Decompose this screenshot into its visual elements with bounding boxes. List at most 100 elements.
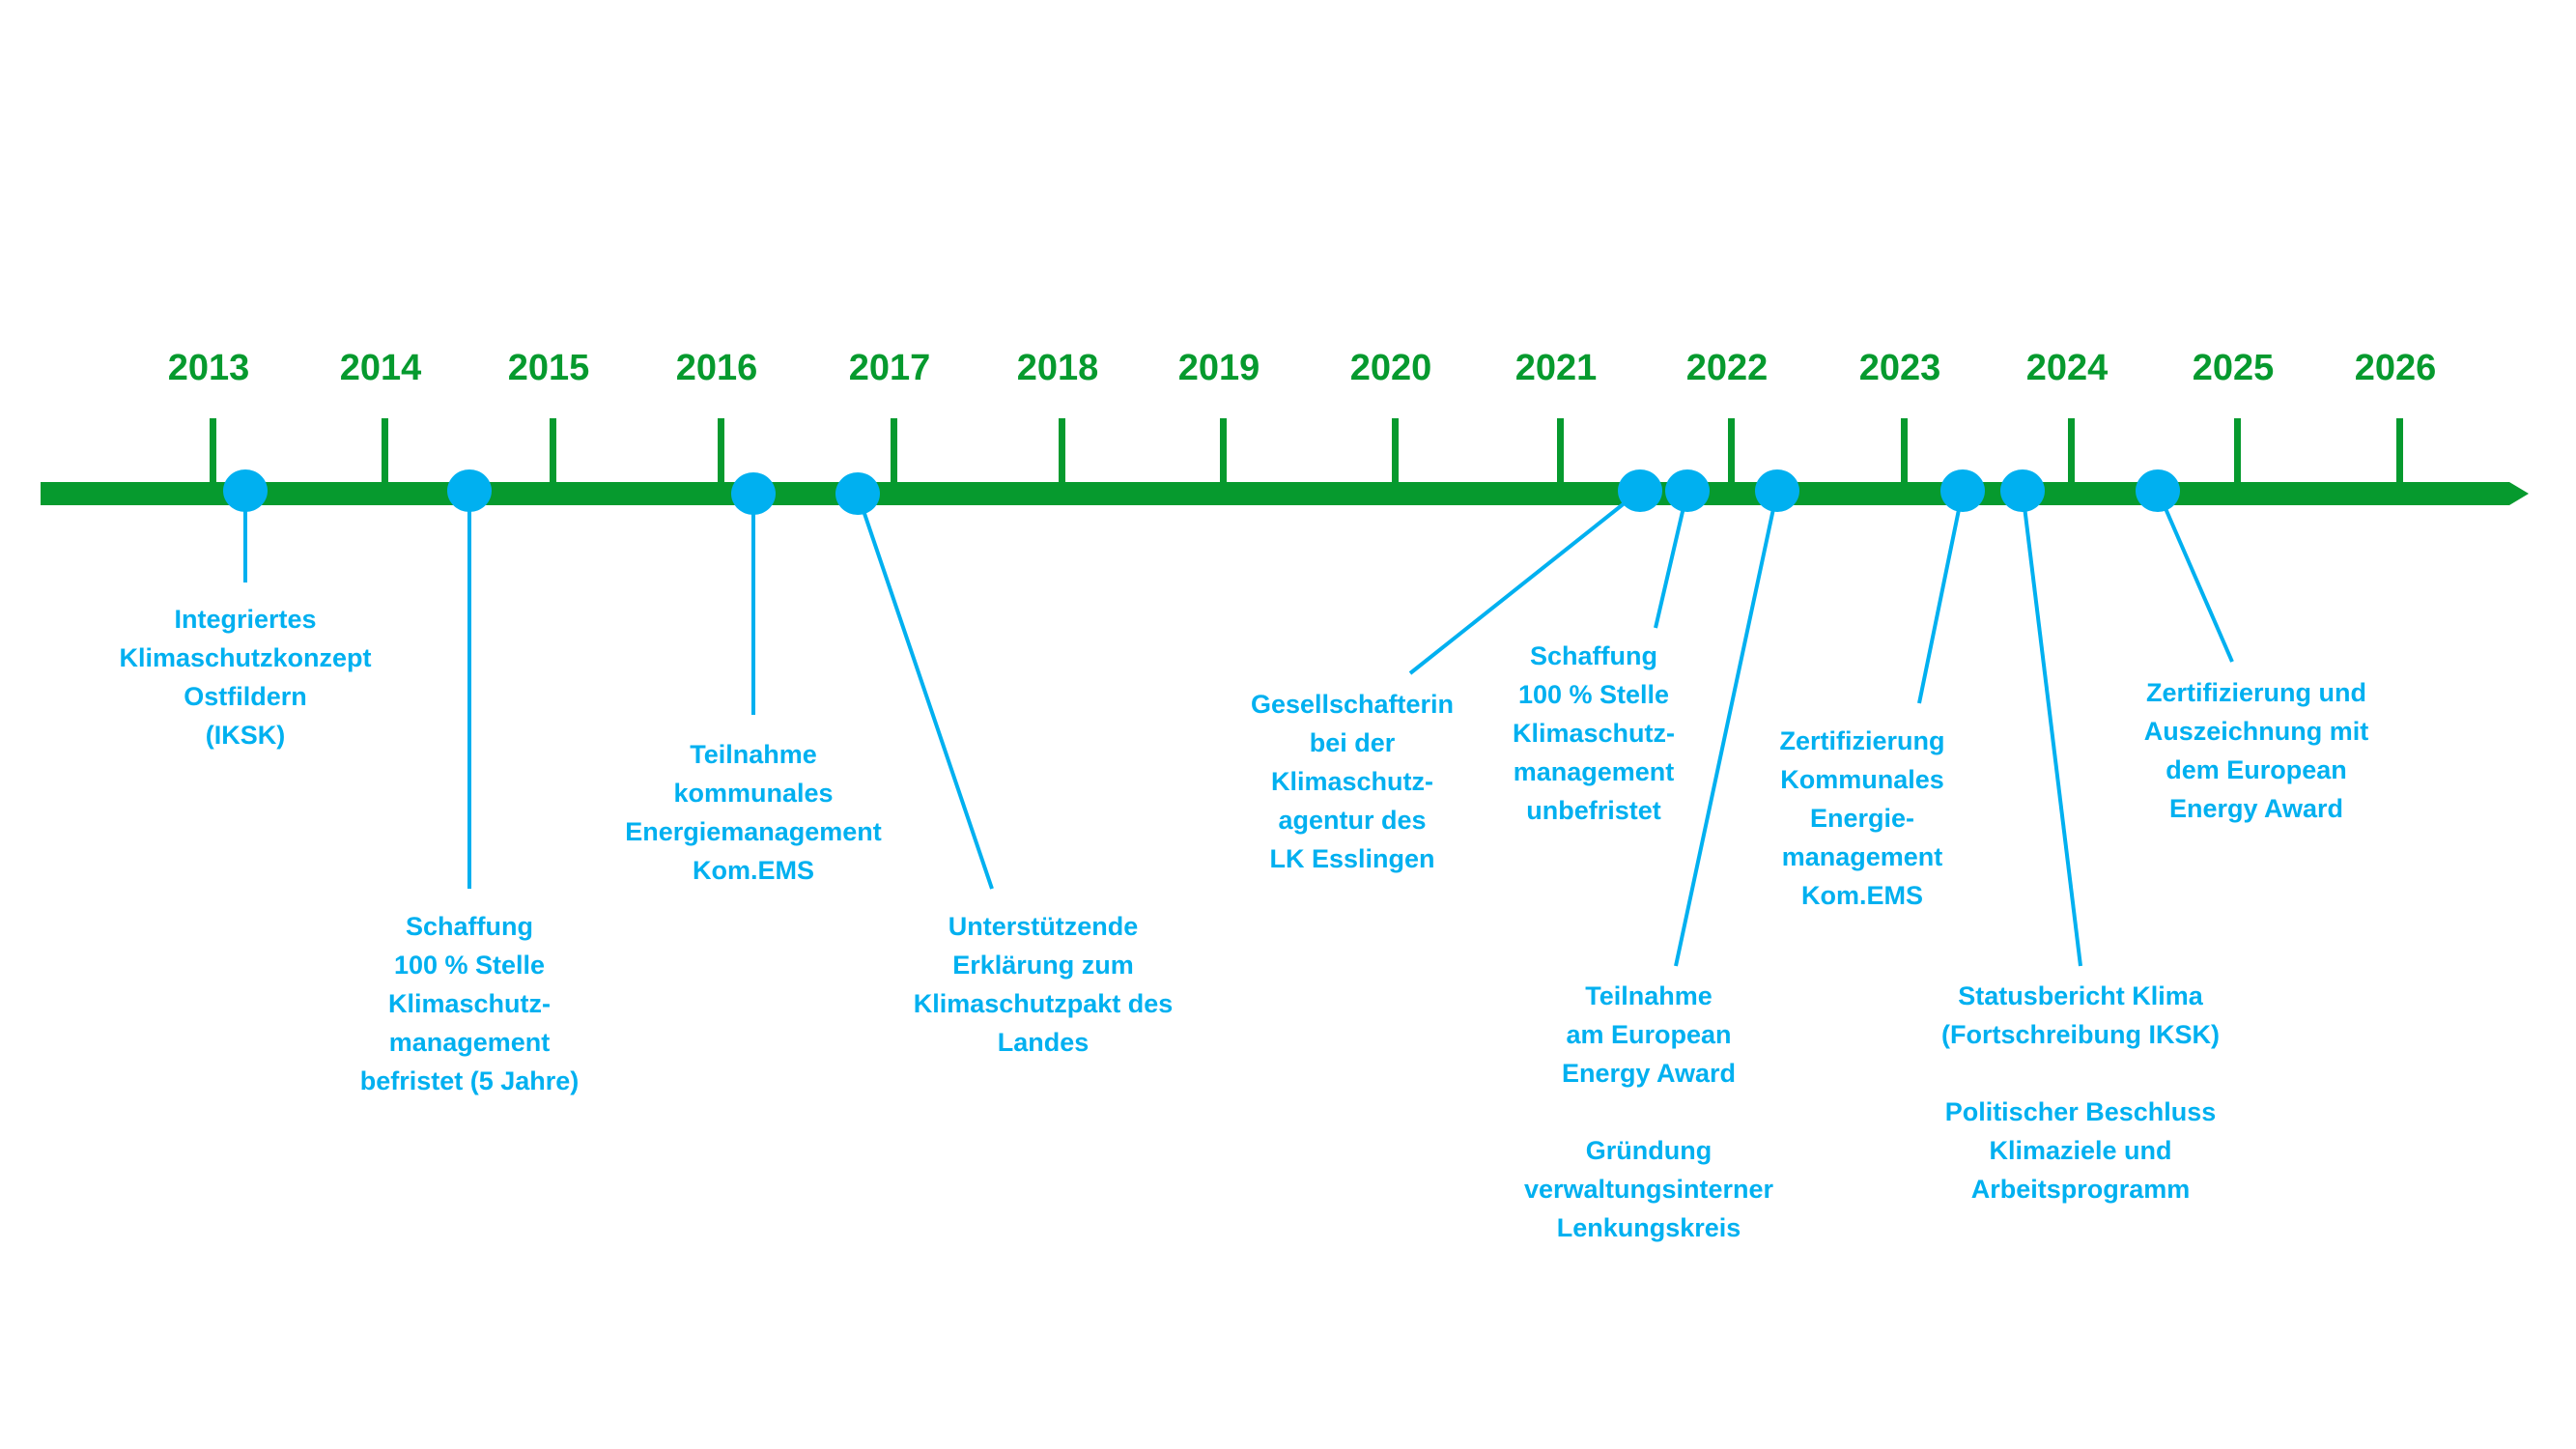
event-marker-klimaschutzpakt <box>835 472 880 515</box>
event-label-line: dem European <box>2166 755 2347 784</box>
event-label-line: Kommunales <box>1780 765 1944 794</box>
event-label-line: Energy Award <box>2169 794 2343 823</box>
year-label-2015: 2015 <box>508 348 590 388</box>
axis-arrow-head <box>2509 482 2529 505</box>
event-label-line: Ostfildern <box>184 682 307 711</box>
event-label-line: Klimaschutzpakt des <box>914 989 1174 1018</box>
year-label-2024: 2024 <box>2026 348 2109 388</box>
year-label-2025: 2025 <box>2193 348 2275 388</box>
connector-statusbericht <box>2021 490 2082 967</box>
event-label-line: (Fortschreibung IKSK) <box>1941 1020 2220 1049</box>
event-marker-kom-ems-zertifizierung <box>1940 469 1985 512</box>
year-tick <box>718 418 724 494</box>
event-label-line: Erklärung zum <box>952 951 1134 980</box>
event-label-line: Kom.EMS <box>1801 881 1923 910</box>
event-label-line <box>2077 1059 2084 1088</box>
year-tick <box>1728 418 1735 494</box>
event-label-line: verwaltungsinterner <box>1524 1175 1774 1204</box>
event-label-line: Teilnahme <box>690 740 817 769</box>
event-label-line: 100 % Stelle <box>394 951 545 980</box>
event-marker-statusbericht <box>2000 469 2045 512</box>
event-label-line: Klimaziele und <box>1989 1136 2171 1165</box>
event-label-line: Auszeichnung mit <box>2144 717 2369 746</box>
event-label-line: Integriertes <box>174 605 316 634</box>
year-tick <box>2234 418 2241 494</box>
year-label-2019: 2019 <box>1178 348 1260 388</box>
event-label-line: Schaffung <box>406 912 533 941</box>
connector-klimaschutzpakt <box>856 493 994 890</box>
event-label-line: Arbeitsprogramm <box>1971 1175 2191 1204</box>
year-label-2026: 2026 <box>2355 348 2437 388</box>
event-label-line: management <box>389 1028 551 1057</box>
year-tick <box>891 418 897 494</box>
year-tick <box>1901 418 1908 494</box>
year-tick <box>1059 418 1065 494</box>
event-label-line: Gründung <box>1586 1136 1712 1165</box>
year-label-2021: 2021 <box>1515 348 1598 388</box>
event-label-line: Klimaschutz- <box>388 989 551 1018</box>
event-label-line <box>1645 1097 1653 1126</box>
year-tick <box>2396 418 2403 494</box>
year-tick <box>2068 418 2075 494</box>
year-tick <box>1557 418 1564 494</box>
connector-gesellschafterin <box>1408 489 1642 675</box>
year-label-2023: 2023 <box>1859 348 1941 388</box>
event-marker-eea-zertifizierung <box>2136 469 2180 512</box>
event-label-line: Zertifizierung und <box>2146 678 2366 707</box>
event-marker-eea-teilnahme <box>1755 469 1799 512</box>
event-label-line: Gesellschafterin <box>1251 690 1454 719</box>
year-label-2013: 2013 <box>168 348 250 388</box>
event-label-statusbericht: Statusbericht Klima (Fortschreibung IKSK)… <box>1941 981 2220 1204</box>
connector-eea-zertifizierung <box>2156 490 2234 663</box>
event-label-line: kommunales <box>673 779 833 808</box>
event-label-line: 100 % Stelle <box>1518 680 1669 709</box>
year-tick <box>382 418 388 494</box>
event-label-line: bei der <box>1310 728 1396 757</box>
event-label-line: (IKSK) <box>206 721 286 750</box>
event-label-line: LK Esslingen <box>1269 844 1434 873</box>
event-label-line: unbefristet <box>1526 796 1661 825</box>
event-marker-kom-ems-teilnahme <box>731 472 776 515</box>
year-tick <box>550 418 556 494</box>
year-label-2018: 2018 <box>1017 348 1099 388</box>
connector-stelle-unbefristet <box>1654 490 1689 629</box>
event-label-line: Energiemanagement <box>625 817 882 846</box>
event-label-line: Teilnahme <box>1585 981 1713 1010</box>
event-markers <box>223 469 2180 515</box>
year-labels: 2013 2014 2015 2016 2017 2018 2019 2020 2021 2022… <box>168 348 2437 388</box>
event-label-line: Landes <box>998 1028 1090 1057</box>
connector-kom-ems-zertifizierung <box>1917 490 1965 704</box>
event-label-line: Klimaschutzkonzept <box>119 643 371 672</box>
event-label-line: Kom.EMS <box>693 856 814 885</box>
year-label-2020: 2020 <box>1350 348 1432 388</box>
event-label-line: Klimaschutz- <box>1271 767 1433 796</box>
year-label-2014: 2014 <box>340 348 422 388</box>
event-label-line: Schaffung <box>1530 641 1657 670</box>
event-label-line: Lenkungskreis <box>1557 1213 1741 1242</box>
event-label-line: Zertifizierung <box>1779 726 1944 755</box>
event-marker-stelle-befristet <box>447 469 492 512</box>
year-tick <box>1220 418 1227 494</box>
year-label-2017: 2017 <box>849 348 931 388</box>
event-label-line: management <box>1514 757 1675 786</box>
year-label-2016: 2016 <box>676 348 758 388</box>
year-tick <box>1392 418 1399 494</box>
event-label-line: Energie- <box>1810 804 1914 833</box>
event-label-line: befristet (5 Jahre) <box>360 1066 580 1095</box>
connector-eea-teilnahme <box>1674 490 1779 967</box>
event-label-line: management <box>1782 842 1943 871</box>
year-label-2022: 2022 <box>1686 348 1769 388</box>
event-label-line: Statusbericht Klima <box>1958 981 2204 1010</box>
